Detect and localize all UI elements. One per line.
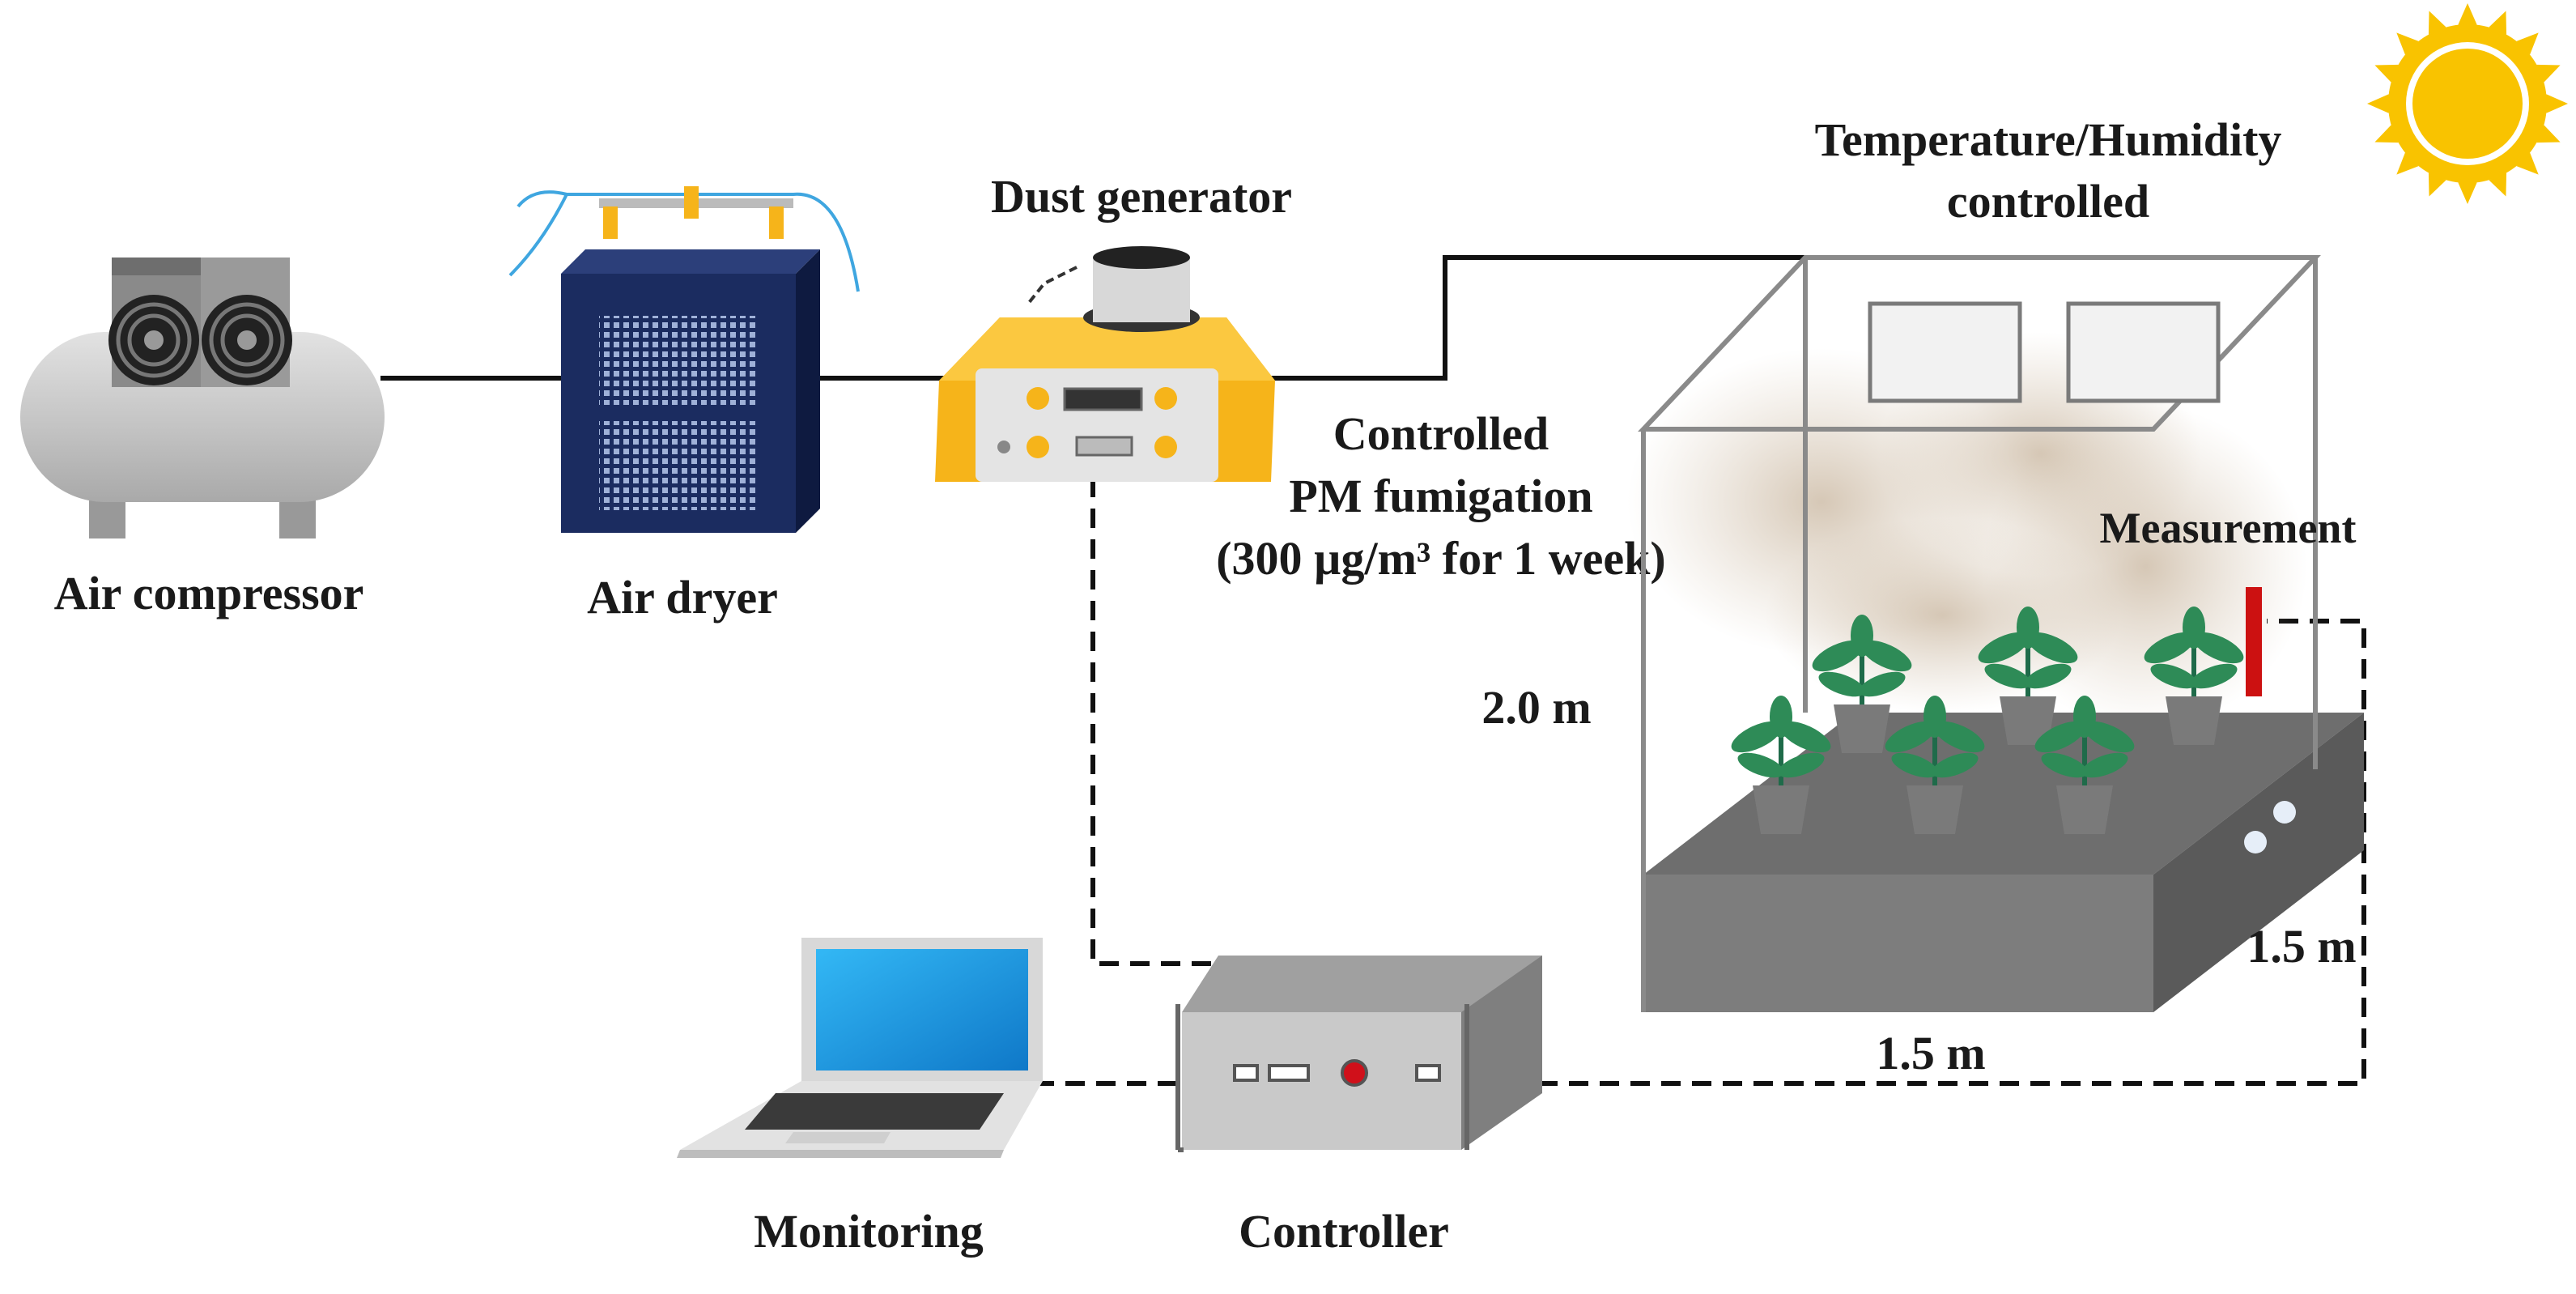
air-compressor-icon (20, 258, 385, 538)
plant-icon (2144, 607, 2244, 745)
chamber-control-label-line2: controlled (1947, 175, 2149, 228)
sun-ray (2546, 94, 2568, 113)
sun-ray (2516, 152, 2539, 175)
plant-icon (1978, 607, 2078, 745)
chamber-control-label-line1: Temperature/Humidity (1815, 113, 2282, 166)
sun-ray (2396, 152, 2419, 175)
air-compressor-label: Air compressor (54, 567, 364, 619)
depth-dimension-label: 1.5 m (2247, 920, 2356, 973)
fumigation-label-line3: (300 µg/m³ for 1 week) (1216, 532, 1666, 585)
plant-icon (2034, 696, 2135, 834)
sun-ray (2458, 182, 2477, 204)
measurement-sensor-icon (2246, 587, 2262, 696)
fumigation-label-line2: PM fumigation (1289, 470, 1592, 522)
laptop-icon (677, 938, 1043, 1158)
fumigation-label-line1: Controlled (1333, 407, 1549, 460)
dust-generator-label: Dust generator (991, 170, 1292, 223)
plant-icon (1731, 696, 1831, 834)
measurement-label: Measurement (2100, 504, 2357, 552)
growth-chamber (1627, 255, 2364, 1012)
sun-icon (2367, 3, 2568, 204)
plant-icon (1812, 615, 1912, 753)
width-dimension-label: 1.5 m (1876, 1027, 1985, 1079)
sun-ray (2367, 94, 2389, 113)
sun-ray (2458, 3, 2477, 25)
controller-label: Controller (1239, 1205, 1449, 1258)
plant-icon (1885, 696, 1985, 834)
air-supply-lines (380, 255, 1805, 381)
height-dimension-label: 2.0 m (1481, 681, 1591, 734)
air-dryer-label: Air dryer (587, 571, 778, 624)
monitoring-label: Monitoring (754, 1205, 984, 1258)
sun-ray (2396, 32, 2419, 55)
dust-generator-icon (935, 246, 1275, 482)
sun-ray (2516, 32, 2539, 55)
controller-icon (1175, 956, 1542, 1152)
air-dryer-icon (508, 186, 860, 533)
